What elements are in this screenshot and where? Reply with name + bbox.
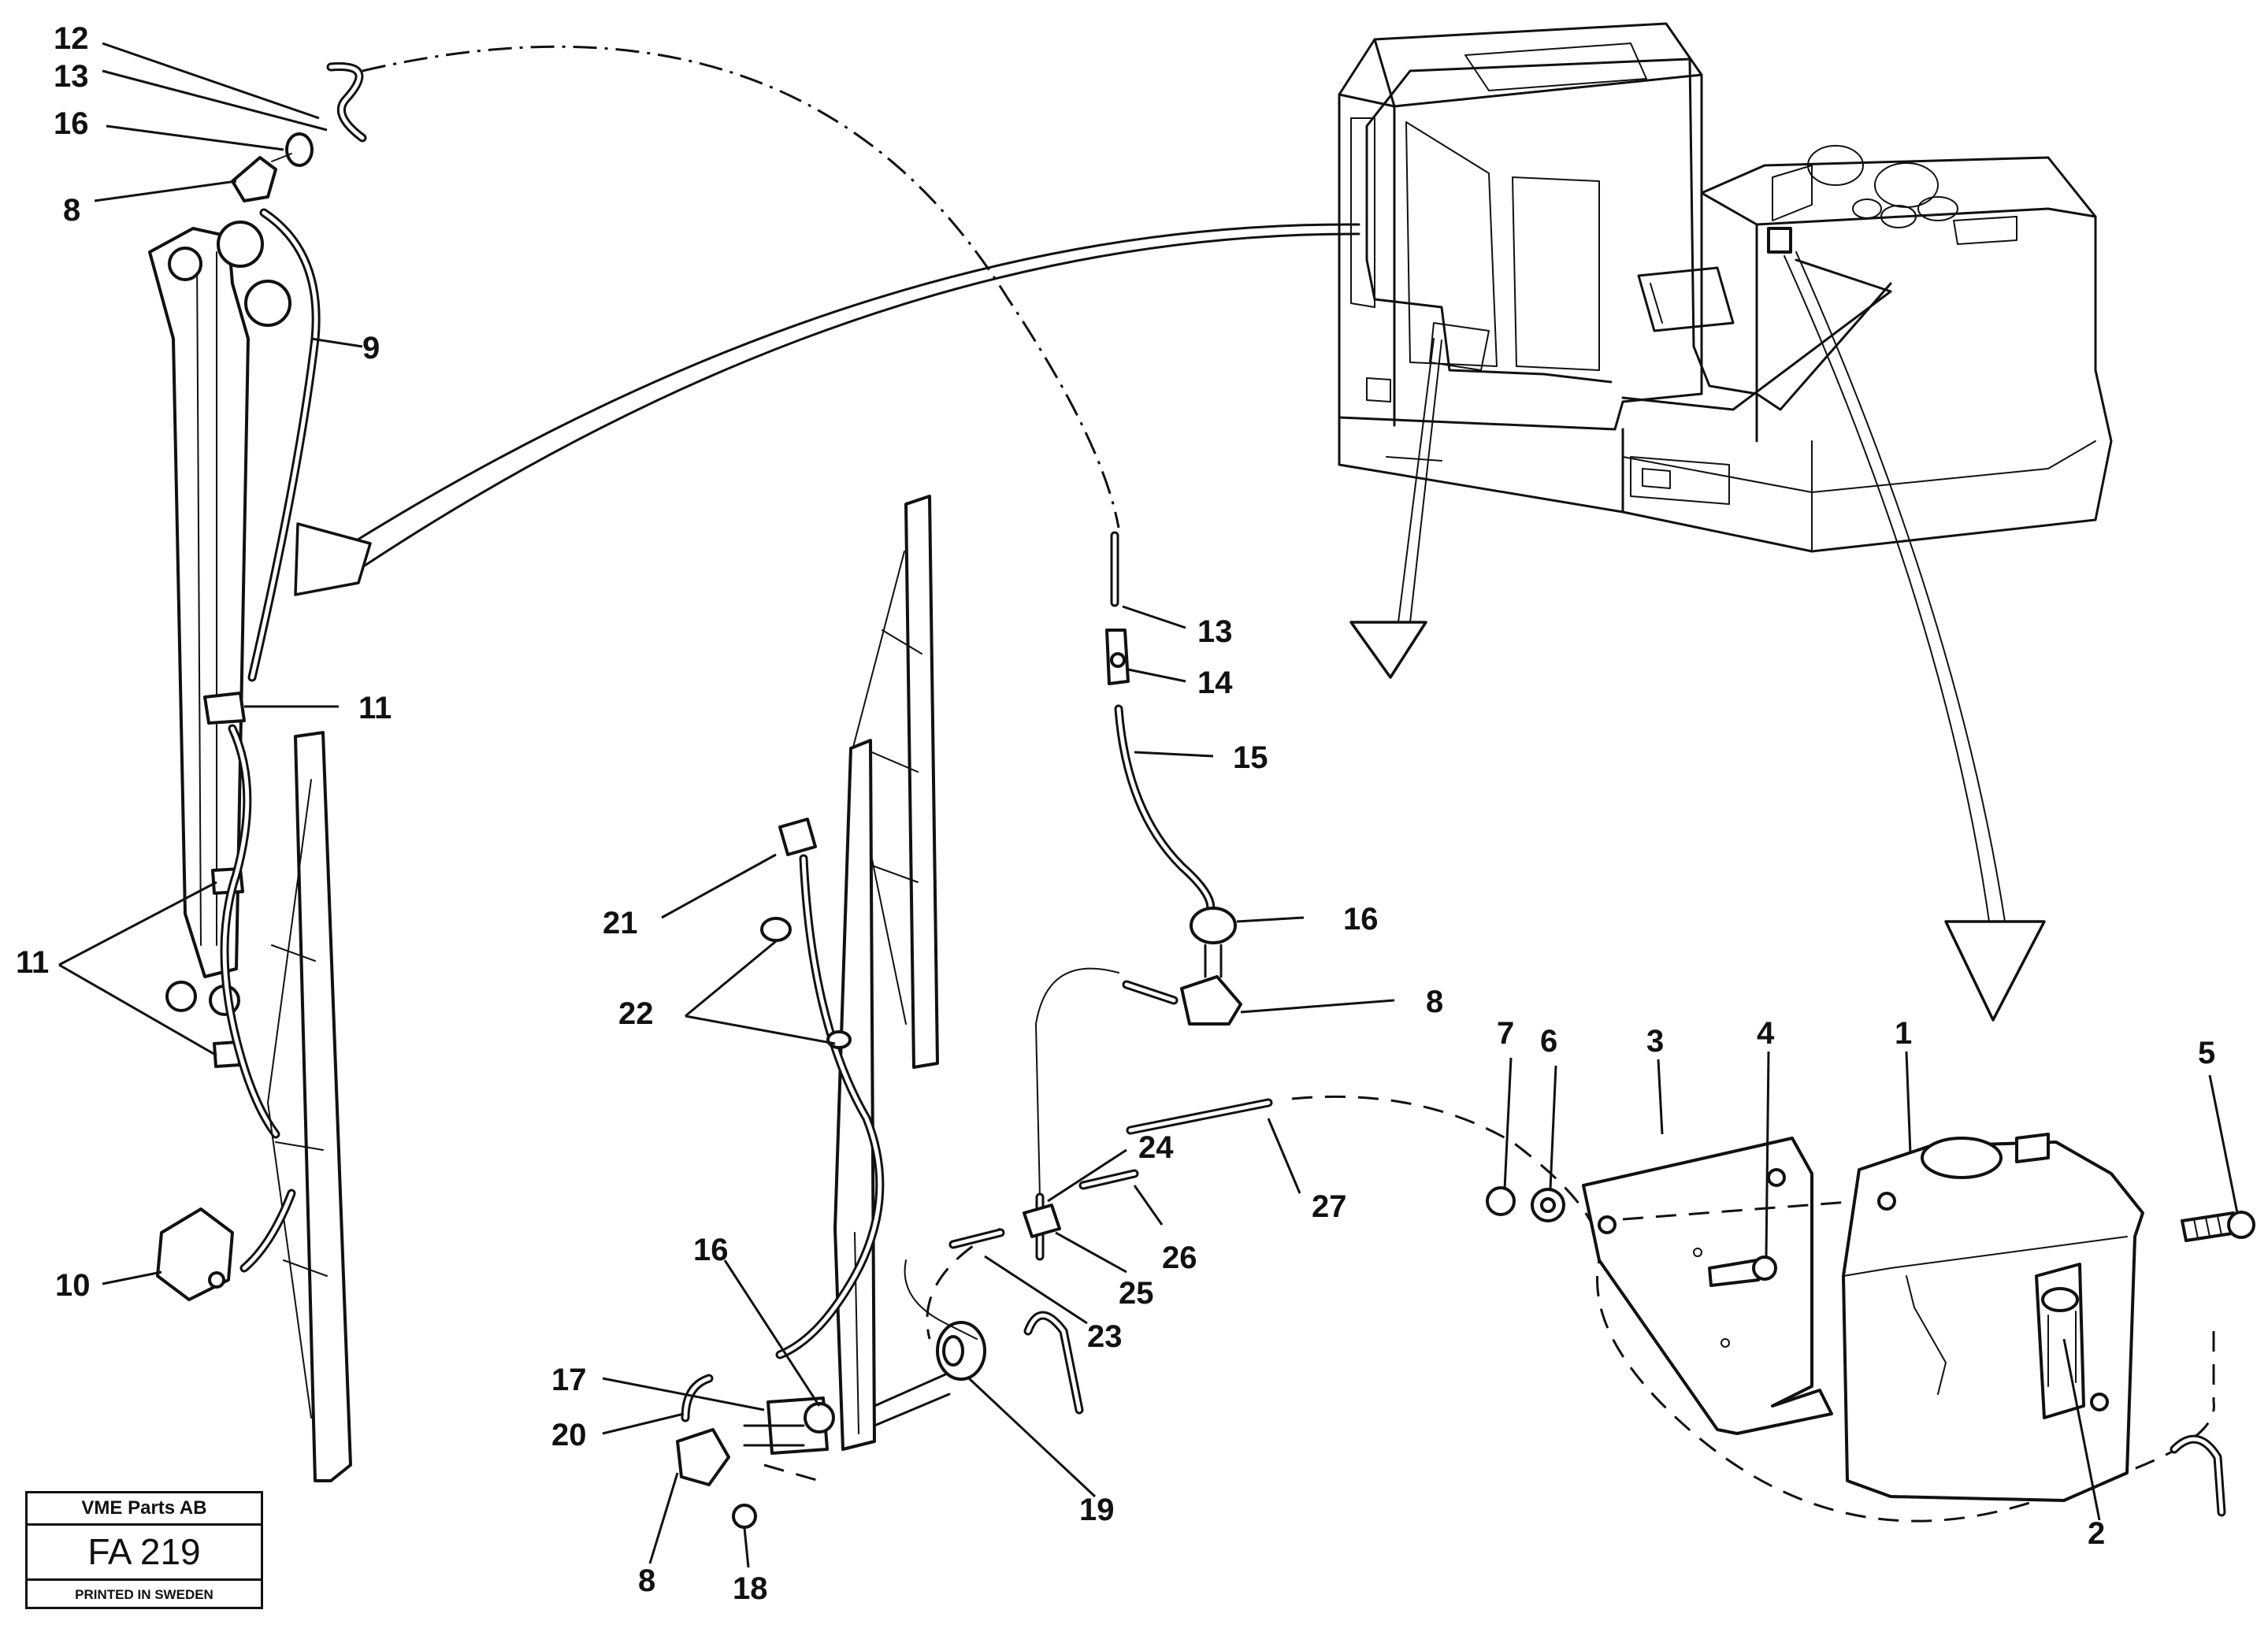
callout-label: 6	[1540, 1024, 1557, 1059]
excavator-cab-illustration	[1338, 22, 2113, 553]
callout-label: 3	[1646, 1024, 1664, 1059]
callout-label: 12	[54, 21, 89, 56]
center-hose-run	[904, 531, 1273, 1340]
detail-arrow-left	[294, 223, 1360, 596]
callout-label: 20	[551, 1418, 587, 1452]
callout-label: 21	[603, 906, 638, 940]
callout-label: 11	[16, 945, 49, 980]
connection-line-upper	[362, 45, 1120, 529]
detail-arrow-down	[1349, 338, 1442, 679]
callout-label: 15	[1233, 740, 1268, 775]
callout-label: 13	[1197, 614, 1233, 649]
callout-numbers: 12 13 16 8 9 11 11 10 13 14 15 16 8 21 2…	[16, 21, 2215, 1606]
callout-label: 8	[63, 193, 80, 228]
callout-label: 8	[1426, 985, 1443, 1019]
stamp-printed: PRINTED IN SWEDEN	[75, 1587, 213, 1602]
parts-stamp-box: VME Parts AB FA 219 PRINTED IN SWEDEN	[25, 1491, 263, 1609]
callout-label: 23	[1087, 1319, 1123, 1354]
callout-label: 13	[54, 59, 89, 94]
leader-lines	[58, 42, 2239, 1568]
callout-label: 19	[1079, 1493, 1115, 1527]
callout-label: 16	[1343, 902, 1379, 937]
callout-label: 4	[1757, 1016, 1775, 1051]
detail-arrow-right	[1784, 251, 2046, 1022]
callout-label: 7	[1497, 1016, 1514, 1051]
stamp-company: VME Parts AB	[28, 1493, 261, 1526]
callout-label: 9	[362, 331, 380, 365]
callout-label: 27	[1312, 1189, 1347, 1224]
callout-label: 22	[618, 996, 654, 1031]
callout-label: 16	[693, 1233, 729, 1267]
callout-label: 8	[638, 1563, 655, 1598]
callout-label: 11	[358, 691, 392, 725]
stamp-code: FA 219	[28, 1523, 261, 1581]
callout-label: 25	[1119, 1276, 1154, 1311]
callout-label: 24	[1138, 1130, 1174, 1165]
callout-label: 14	[1197, 666, 1233, 700]
callout-label: 18	[733, 1571, 768, 1606]
callout-label: 26	[1162, 1241, 1197, 1275]
callout-label: 5	[2198, 1036, 2215, 1070]
callout-label: 1	[1895, 1016, 1912, 1051]
reservoir-assembly	[1486, 1133, 2255, 1517]
callout-label: 17	[551, 1363, 587, 1397]
callout-label: 16	[54, 106, 89, 141]
callout-label: 10	[55, 1268, 91, 1303]
callout-label: 2	[2088, 1516, 2105, 1551]
left-wiper-assembly	[148, 62, 367, 1482]
center-wiper-assembly	[676, 495, 1084, 1529]
